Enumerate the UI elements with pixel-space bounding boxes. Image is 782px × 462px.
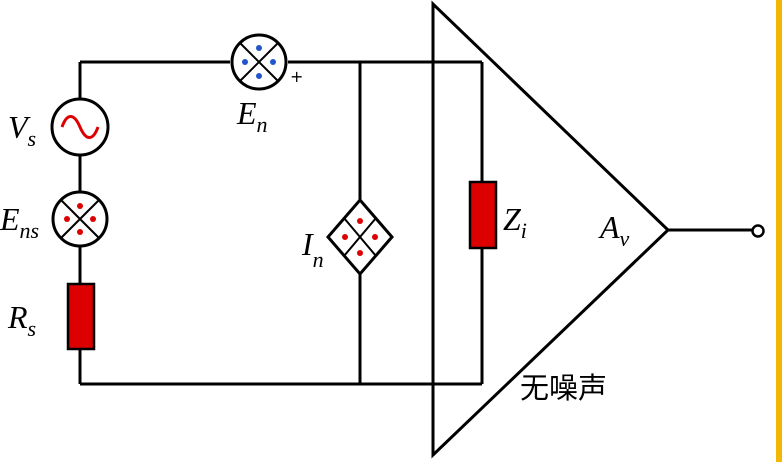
wires	[78, 60, 752, 386]
input-impedance-resistor-icon	[468, 180, 498, 250]
label-en: En	[236, 95, 268, 137]
source-noise-voltage-icon	[51, 190, 109, 248]
label-av: Av	[598, 209, 630, 251]
label-zi: Zi	[503, 201, 527, 243]
label-noiseless: 无噪声	[520, 371, 607, 405]
triangle-amplifier-icon	[431, 0, 671, 459]
sine-wave-icon	[60, 115, 100, 139]
amplifier-noise-voltage-icon	[230, 33, 288, 91]
label-en-polarity: +	[290, 67, 303, 86]
edge-stripe	[776, 0, 782, 462]
label-in: In	[301, 226, 324, 272]
label-ens: Ens	[0, 201, 39, 243]
source-resistor-icon	[66, 282, 96, 351]
label-vs: Vs	[8, 109, 36, 151]
output-terminal-icon	[751, 224, 765, 238]
amplifier-noise-current-icon	[326, 197, 394, 277]
label-rs: Rs	[7, 299, 36, 341]
ac-voltage-source-icon	[50, 97, 110, 157]
